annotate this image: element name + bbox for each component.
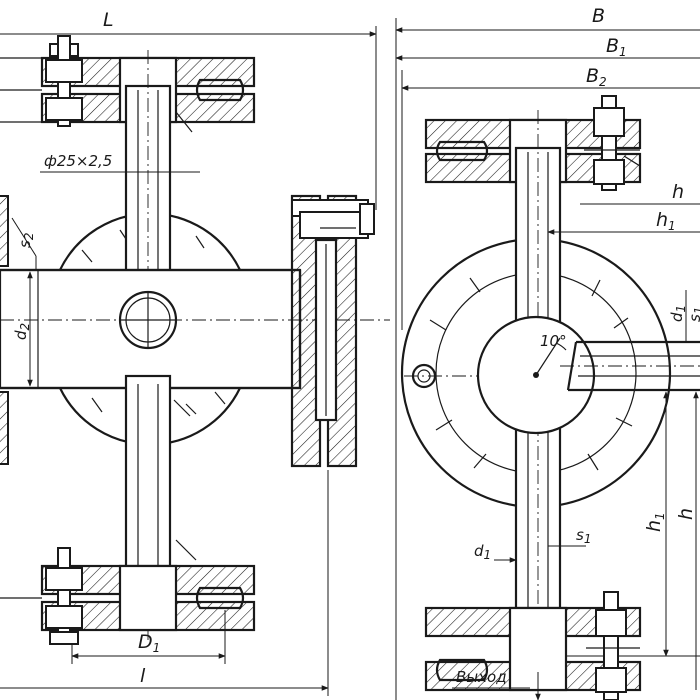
dimension-h-top: h h1 bbox=[547, 181, 700, 235]
label-d1-bottom: d1 bbox=[474, 542, 491, 562]
label-d1: d1 bbox=[668, 305, 688, 322]
left-edge-flange bbox=[0, 195, 9, 465]
label-outlet: Выход bbox=[456, 668, 507, 686]
label-h: h bbox=[672, 181, 684, 203]
dimension-B: B bbox=[395, 5, 700, 700]
label-B2: B2 bbox=[586, 65, 607, 89]
dimension-D1: D1 bbox=[71, 610, 226, 664]
side-bottom-flange bbox=[424, 591, 642, 700]
label-h1-side: h1 bbox=[643, 512, 667, 532]
label-angle: 10° bbox=[540, 332, 567, 350]
lower-pipe bbox=[124, 374, 197, 578]
upper-pipe bbox=[124, 50, 193, 640]
side-vertical-pipe bbox=[514, 110, 562, 680]
label-B: B bbox=[592, 5, 605, 27]
dimension-L: L bbox=[0, 9, 377, 210]
outlet-callout: Выход bbox=[452, 668, 541, 700]
label-h-side: h bbox=[675, 508, 697, 520]
right-side-flange bbox=[290, 194, 375, 468]
label-D1: D1 bbox=[138, 631, 160, 655]
label-l: l bbox=[140, 665, 146, 687]
label-pipe-size: ф25×2,5 bbox=[44, 152, 112, 170]
dimension-d1-s1: d1 s1 bbox=[668, 290, 700, 342]
label-L: L bbox=[103, 9, 114, 31]
dimension-d1-s1-bottom: d1 s1 bbox=[474, 526, 591, 563]
label-s1: s1 bbox=[686, 307, 700, 322]
side-view: B B1 B2 bbox=[395, 5, 700, 700]
label-B1: B1 bbox=[606, 35, 627, 59]
main-body: s2 d2 bbox=[0, 217, 390, 390]
bottom-flange bbox=[0, 547, 256, 645]
dimension-l: l bbox=[0, 470, 329, 696]
label-h1: h1 bbox=[656, 209, 676, 233]
label-s2: s2 bbox=[16, 233, 36, 248]
front-view: L bbox=[0, 9, 390, 696]
outlet-branch bbox=[560, 340, 700, 392]
center-ball: 10° bbox=[476, 315, 596, 435]
label-s1-bottom: s1 bbox=[576, 526, 591, 546]
pipe-size-callout: ф25×2,5 bbox=[40, 152, 200, 173]
dimension-B1: B1 bbox=[395, 35, 700, 61]
label-d2: d2 bbox=[12, 323, 32, 340]
dimension-B2: B2 bbox=[401, 65, 700, 330]
dimension-h-side: h1 h bbox=[560, 391, 700, 690]
